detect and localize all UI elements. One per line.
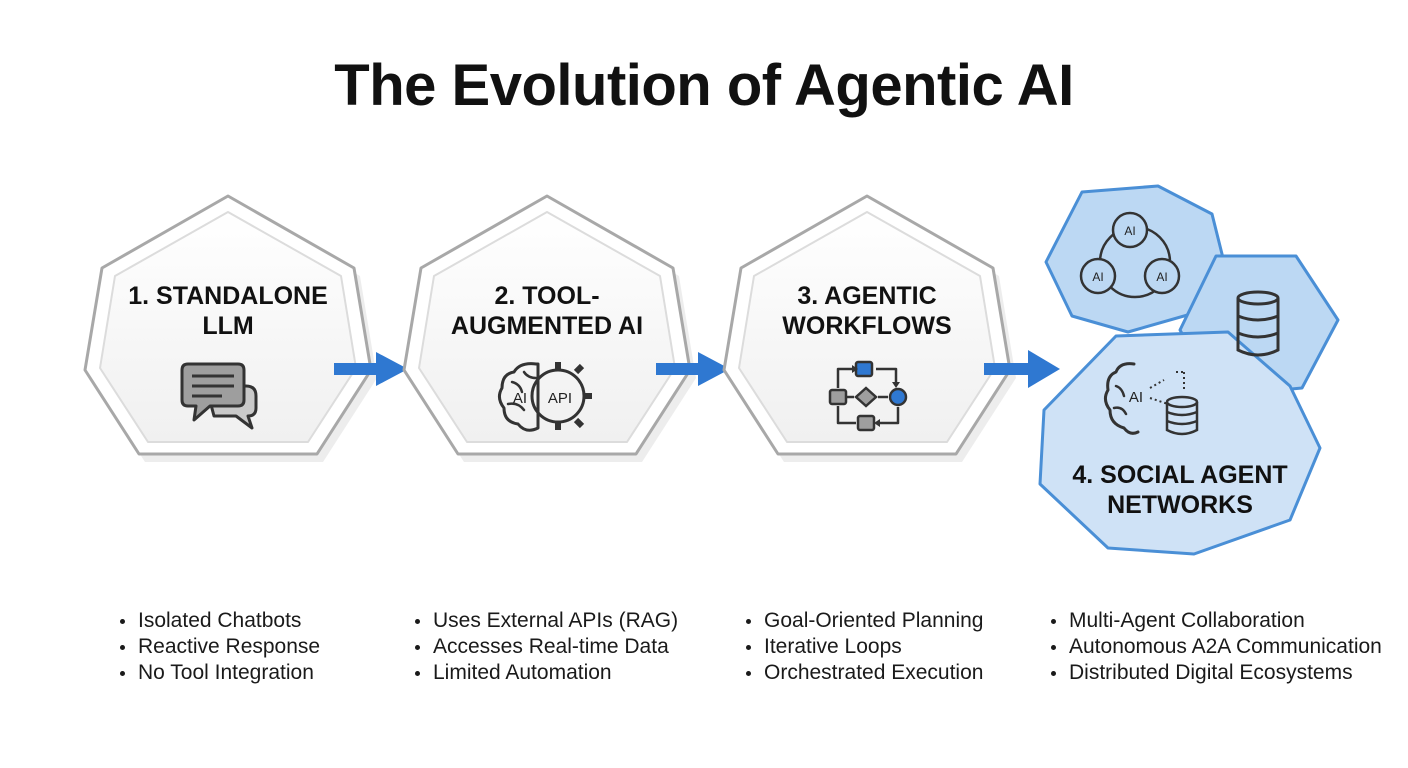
stage-1-label: 1. STANDALONE LLM — [128, 282, 328, 340]
icon-ai-text: AI — [1092, 270, 1103, 284]
list-item: Iterative Loops — [742, 634, 983, 660]
stage-3-bullets: Goal-Oriented Planning Iterative Loops O… — [742, 608, 983, 686]
stage-4-hexagon-cluster — [1038, 184, 1340, 556]
workflow-icon — [828, 360, 908, 432]
stage-2-label: 2. TOOL- AUGMENTED AI — [450, 282, 644, 340]
list-item: Uses External APIs (RAG) — [411, 608, 678, 634]
stage-3-hexagon — [722, 194, 1016, 462]
stage-2-hexagon — [402, 194, 696, 462]
arrow-1-to-2 — [334, 352, 408, 386]
database-icon — [1236, 290, 1280, 357]
agent-network-icon: AI AI AI — [1079, 211, 1181, 299]
stage-3-label: 3. AGENTIC WORKFLOWS — [782, 282, 952, 340]
page-title: The Evolution of Agentic AI — [334, 53, 1074, 118]
brain-gear-api-icon: AI API — [497, 362, 592, 432]
list-item: Orchestrated Execution — [742, 660, 983, 686]
chat-bubbles-icon — [180, 362, 258, 430]
arrow-2-to-3 — [656, 352, 730, 386]
icon-ai-text: AI — [513, 390, 527, 407]
list-item: Isolated Chatbots — [116, 608, 320, 634]
icon-ai-text: AI — [1124, 224, 1135, 238]
stage-4-label: 4. SOCIAL AGENT NETWORKS — [1072, 461, 1288, 519]
icon-ai-text: AI — [1129, 389, 1143, 406]
stage-4-bullets: Multi-Agent Collaboration Autonomous A2A… — [1047, 608, 1382, 686]
arrow-3-to-4 — [984, 350, 1060, 388]
list-item: Distributed Digital Ecosystems — [1047, 660, 1382, 686]
stage-2-bullets: Uses External APIs (RAG) Accesses Real-t… — [411, 608, 678, 686]
list-item: Multi-Agent Collaboration — [1047, 608, 1382, 634]
icon-ai-text: AI — [1156, 270, 1167, 284]
list-item: Autonomous A2A Communication — [1047, 634, 1382, 660]
stage-1-bullets: Isolated Chatbots Reactive Response No T… — [116, 608, 320, 686]
brain-database-icon: AI — [1103, 362, 1199, 436]
icon-api-text: API — [548, 390, 572, 407]
list-item: Goal-Oriented Planning — [742, 608, 983, 634]
stage-1-hexagon — [83, 194, 377, 462]
list-item: Reactive Response — [116, 634, 320, 660]
list-item: Accesses Real-time Data — [411, 634, 678, 660]
list-item: No Tool Integration — [116, 660, 320, 686]
list-item: Limited Automation — [411, 660, 678, 686]
